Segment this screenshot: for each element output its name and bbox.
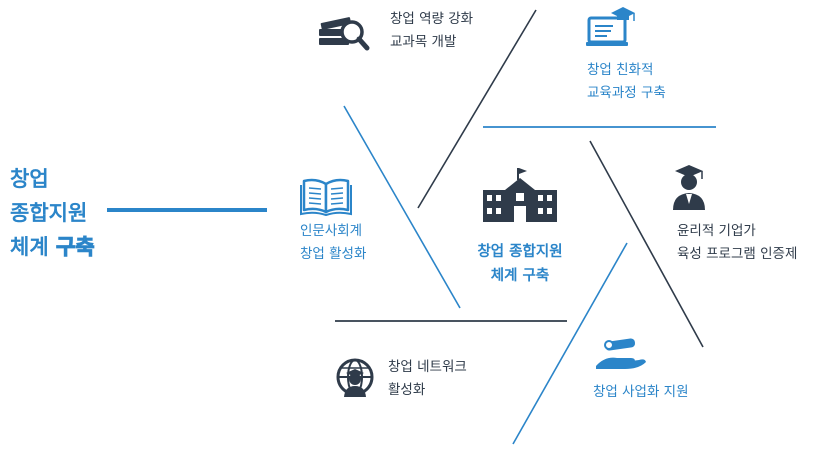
hand-diploma-icon [595,336,647,370]
item-label-curriculum: 창업 친화적 교육과정 구축 [587,62,666,101]
center-label-line2: 체계 구축 [490,268,550,284]
main-title-line3: 체계 구축 [10,230,95,264]
divider-right [589,140,704,348]
divider-top-left [417,9,537,209]
divider-bottom-right [512,242,628,445]
open-book-icon [300,176,352,216]
item-label-course-development: 창업 역량 강화 교과목 개발 [390,11,474,50]
main-title-line3-b: 구축 [55,235,95,260]
school-building-icon [483,168,557,222]
center-label-line1: 창업 종합지원 [477,244,563,260]
laptop-graduation-icon [585,4,637,48]
book-magnifier-icon [318,12,370,52]
center-icon-wrap [481,166,559,224]
center-label: 창업 종합지원 체계 구축 [452,240,588,288]
item-label-network: 창업 네트워크 활성화 [388,359,467,398]
item-label-commercialization: 창업 사업화 지원 [593,384,689,400]
graduate-person-icon [671,164,707,212]
item-label-humanities: 인문사회계 창업 활성화 [300,223,367,262]
main-title-line2: 종합지원 [10,201,88,225]
globe-graduate-icon [335,357,375,397]
main-title-line3-a: 체계 [10,235,49,259]
item-label-ethical-entrepreneur: 윤리적 기업가 육성 프로그램 인증제 [677,223,798,262]
divider-left [343,105,461,309]
main-title: 창업 종합지원 체계 구축 [10,162,95,264]
main-title-line1: 창업 [10,167,49,191]
